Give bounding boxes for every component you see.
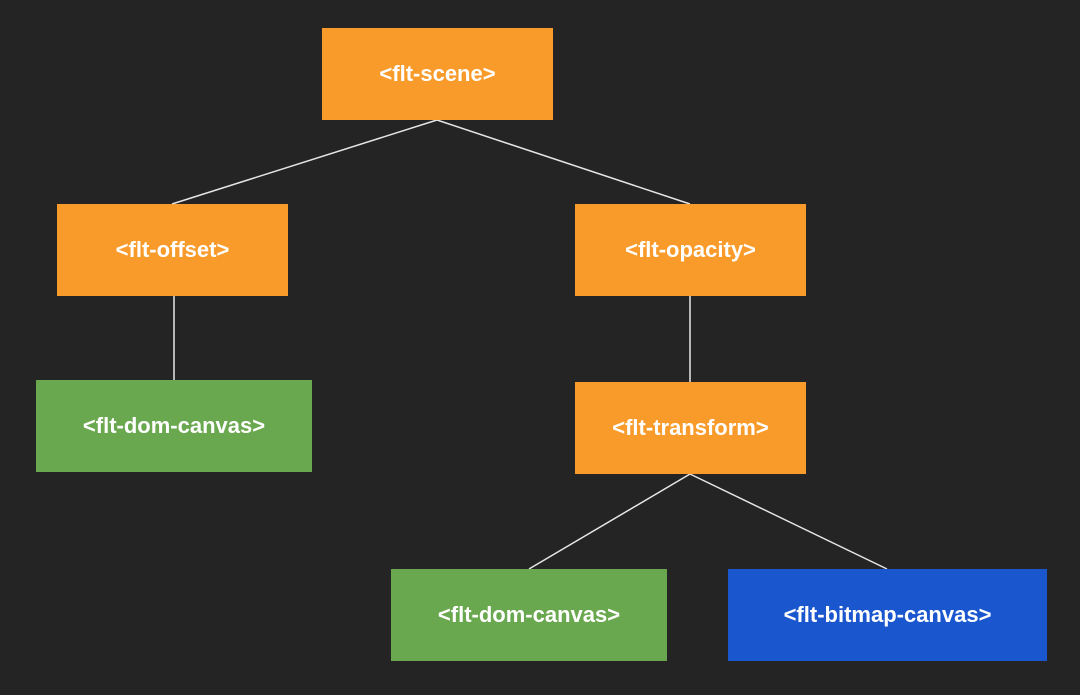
node-flt-transform: <flt-transform>: [575, 382, 806, 474]
node-label: <flt-scene>: [379, 61, 496, 86]
node-label: <flt-opacity>: [625, 237, 756, 262]
node-flt-dom-canvas: <flt-dom-canvas>: [36, 380, 312, 472]
node-label: <flt-bitmap-canvas>: [783, 602, 992, 627]
edge-transform-bitmap-canvas: [689, 473, 888, 570]
edge-scene-opacity: [436, 119, 691, 205]
node-flt-dom-canvas: <flt-dom-canvas>: [391, 569, 667, 661]
node-flt-offset: <flt-offset>: [57, 204, 288, 296]
node-flt-scene: <flt-scene>: [322, 28, 553, 120]
node-label: <flt-transform>: [612, 415, 769, 440]
node-label: <flt-dom-canvas>: [82, 413, 266, 438]
node-label: <flt-offset>: [115, 237, 230, 262]
node-flt-opacity: <flt-opacity>: [575, 204, 806, 296]
node-flt-bitmap-canvas: <flt-bitmap-canvas>: [728, 569, 1047, 661]
edge-transform-dom-canvas: [528, 473, 691, 570]
node-label: <flt-dom-canvas>: [437, 602, 621, 627]
edge-scene-offset: [171, 119, 438, 205]
